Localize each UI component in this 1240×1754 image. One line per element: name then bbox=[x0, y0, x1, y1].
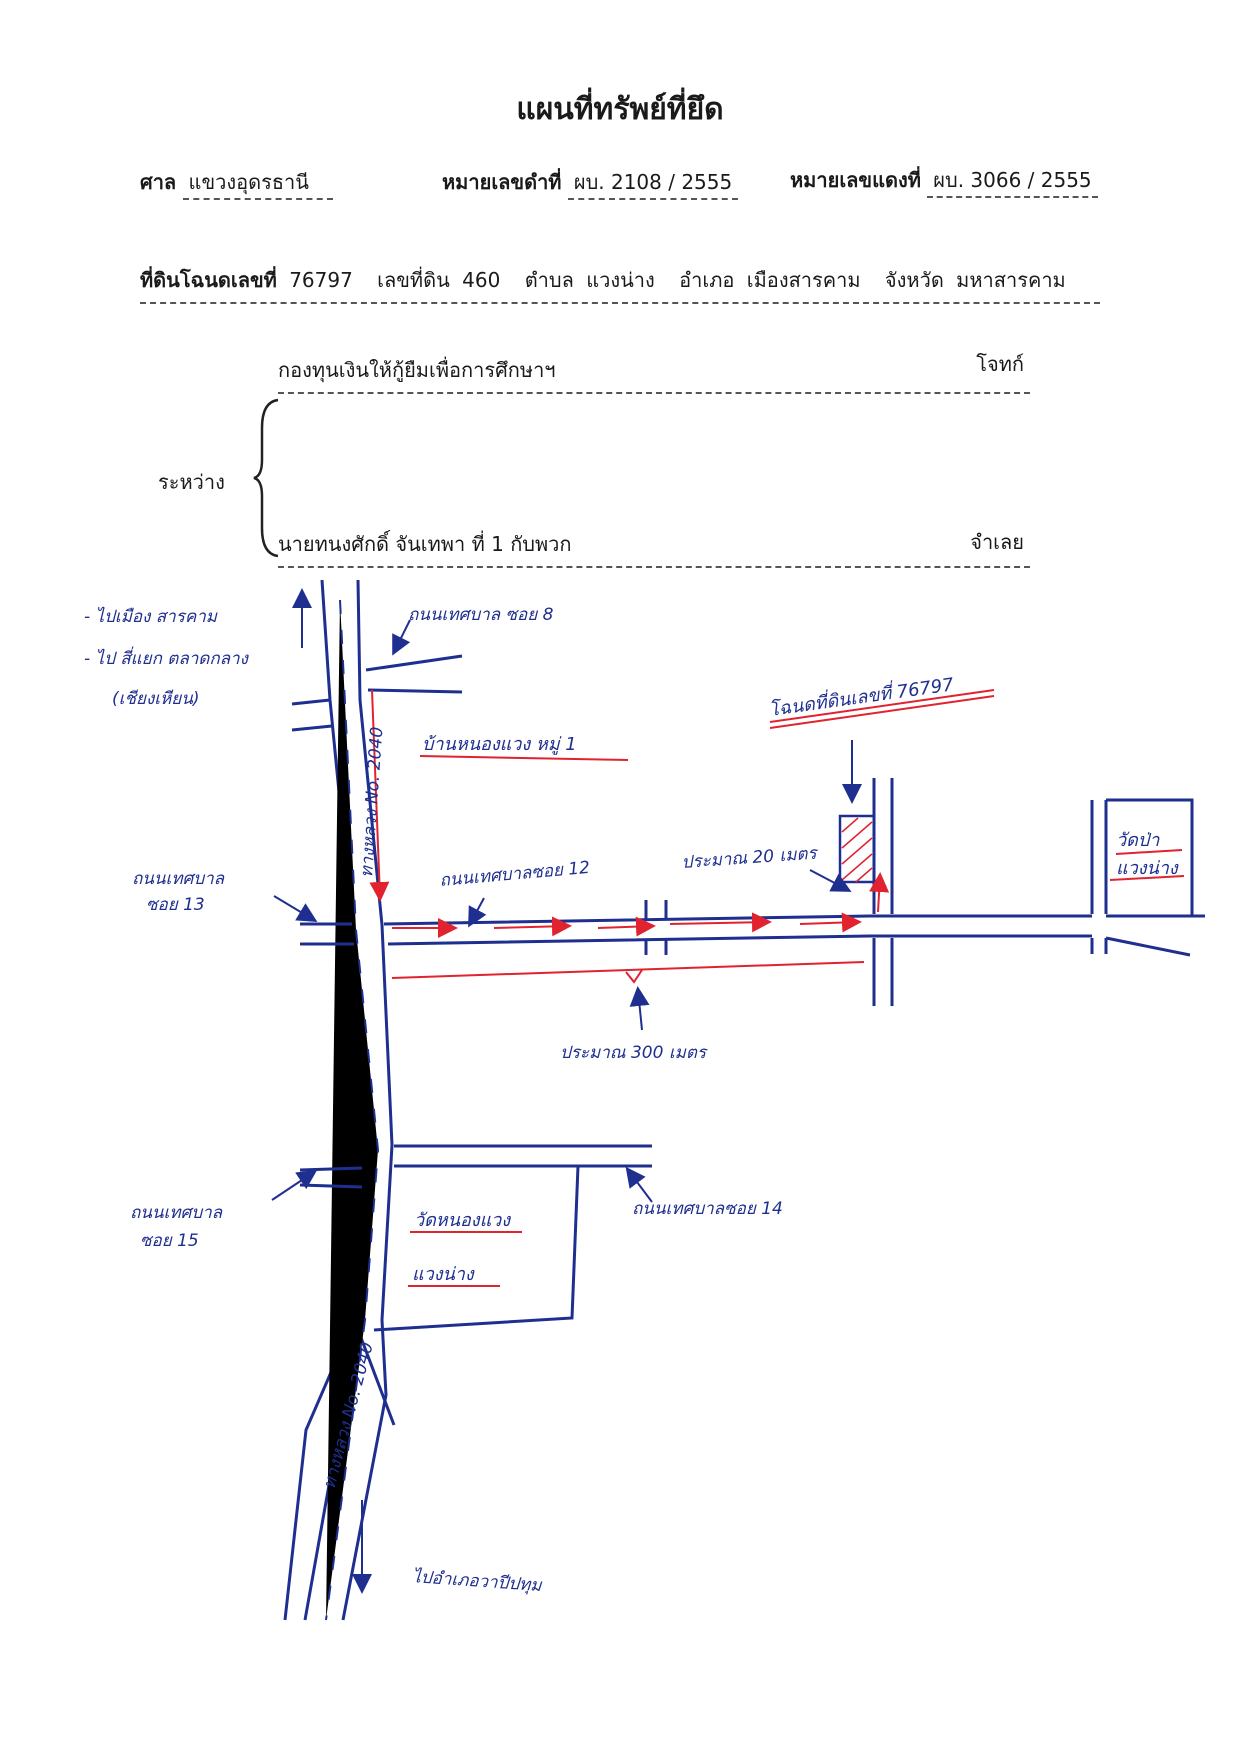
court-value: แขวงอุดรธานี bbox=[182, 170, 333, 200]
underline-marks bbox=[408, 689, 1185, 1287]
parcel-label: เลขที่ดิน bbox=[377, 268, 450, 292]
lane15-label-b: ซอย 15 bbox=[140, 1231, 199, 1251]
red-case-value: ผบ. 3066 / 2555 bbox=[927, 168, 1098, 198]
district-label: อำเภอ bbox=[679, 268, 735, 292]
village-label: บ้านหนองแวง หมู่ 1 bbox=[422, 734, 577, 755]
location-map: - ไปเมือง สารคาม - ไป สี่แยก ตลาดกลาง (เ… bbox=[84, 579, 1205, 1621]
temple-b-area: แวงน่าง bbox=[412, 1264, 475, 1285]
plaintiff-name: กองทุนเงินให้กู้ยืมเพื่อการศึกษาฯ bbox=[278, 358, 556, 382]
lane8-label: ถนนเทศบาล ซอย 8 bbox=[408, 605, 554, 625]
black-case-value: ผบ. 2108 / 2555 bbox=[567, 170, 739, 200]
distance-300-label: ประมาณ 300 เมตร bbox=[560, 1043, 708, 1063]
district-value: เมืองสารคาม bbox=[746, 268, 861, 292]
black-case-label: หมายเลขดำที่ bbox=[442, 170, 562, 194]
page-title: แผนที่ทรัพย์ที่ยึด bbox=[516, 92, 724, 127]
deed-value: 76797 bbox=[289, 268, 353, 292]
defendant-name: นายทนงศักดิ์ จันเทพา ที่ 1 กับพวก bbox=[278, 532, 572, 556]
parcel-value: 460 bbox=[462, 268, 501, 292]
province-value: มหาสารคาม bbox=[956, 268, 1066, 292]
temple-a-area: แวงน่าง bbox=[1116, 858, 1179, 879]
highway-label-upper: ทางหลวง No. 2040 bbox=[357, 726, 387, 878]
between-label: ระหว่าง bbox=[158, 470, 225, 494]
distance-20-label: ประมาณ 20 เมตร bbox=[681, 843, 819, 873]
to-city-note: - ไปเมือง สารคาม bbox=[84, 606, 218, 627]
to-district-note: ไปอำเภอวาปีปทุม bbox=[412, 1566, 543, 1596]
temple-a-name: วัดป่า bbox=[1116, 830, 1160, 851]
lane15-label-a: ถนนเทศบาล bbox=[130, 1203, 224, 1223]
red-case-label: หมายเลขแดงที่ bbox=[790, 168, 921, 192]
side-roads bbox=[291, 654, 1205, 1332]
highway-centerline bbox=[325, 599, 380, 1621]
lane14-label: ถนนเทศบาลซอย 14 bbox=[632, 1199, 783, 1219]
annotation-arrows bbox=[271, 588, 862, 1594]
court-row: ศาล แขวงอุดรธานี bbox=[140, 166, 333, 200]
defendant-role: จำเลย bbox=[970, 530, 1024, 554]
route-path bbox=[369, 689, 890, 984]
deed-map-label: โฉนดที่ดินเลขที่ 76797 bbox=[767, 671, 955, 721]
black-case-row: หมายเลขดำที่ ผบ. 2108 / 2555 bbox=[442, 166, 739, 200]
lane12-label: ถนนเทศบาลซอย 12 bbox=[439, 858, 591, 891]
plaintiff-role: โจทก์ bbox=[976, 352, 1024, 376]
province-label: จังหวัด bbox=[884, 268, 944, 292]
to-junction-detail: (เชียงเหียน) bbox=[112, 689, 199, 709]
subdistrict-label: ตำบล bbox=[524, 268, 574, 292]
defendant-row: นายทนงศักดิ์ จันเทพา ที่ 1 กับพวก จำเลย bbox=[278, 528, 1030, 568]
to-junction-note: - ไป สี่แยก ตลาดกลาง bbox=[84, 646, 250, 669]
red-case-row: หมายเลขแดงที่ ผบ. 3066 / 2555 bbox=[790, 164, 1098, 198]
lane13-label-b: ซอย 13 bbox=[146, 895, 205, 915]
plaintiff-row: กองทุนเงินให้กู้ยืมเพื่อการศึกษาฯ โจทก์ bbox=[278, 352, 1030, 394]
seized-land-plot bbox=[838, 814, 876, 884]
court-label: ศาล bbox=[140, 170, 177, 194]
brace-icon bbox=[253, 398, 279, 558]
subdistrict-value: แวงน่าง bbox=[586, 268, 655, 292]
land-row: ที่ดินโฉนดเลขที่ 76797 เลขที่ดิน 460 ตำบ… bbox=[140, 264, 1100, 304]
lane13-label-a: ถนนเทศบาล bbox=[132, 869, 226, 889]
temple-b-name: วัดหนองแวง bbox=[414, 1210, 511, 1231]
deed-label: ที่ดินโฉนดเลขที่ bbox=[140, 268, 277, 292]
